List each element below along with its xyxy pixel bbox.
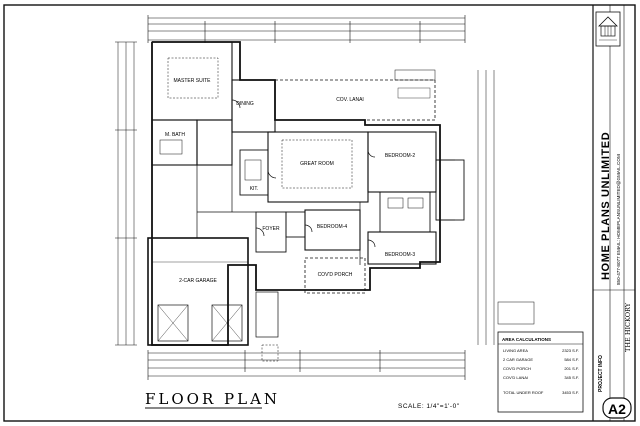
room-label-garage: 2-CAR GARAGE (179, 278, 217, 284)
sheet-number-badge (602, 397, 632, 419)
drawing-title: FLOOR PLAN (145, 390, 280, 408)
room-label-m-bath: M. BATH (165, 132, 185, 138)
area-row-label: COV'D PORCH (503, 366, 531, 371)
area-row-value: 584 S.F. (564, 357, 579, 362)
title-block: FLOOR PLAN SCALE: 1/4"=1'-0" (145, 390, 460, 410)
room-label-bedroom-4: BEDROOM-4 (317, 224, 348, 230)
room-label-great-room: GREAT ROOM (300, 161, 334, 167)
room-label-bedroom-2: BEDROOM-2 (385, 153, 416, 159)
area-row-label: COV'D LANAI (503, 375, 528, 380)
room-label-dining: DINING (236, 101, 254, 107)
area-row-label: LIVING AREA (503, 348, 528, 353)
room-label-master-suite: MASTER SUITE (174, 78, 212, 84)
room-label-foyer: FOYER (262, 226, 280, 232)
sheet-number: A2 (608, 401, 626, 417)
house-logo-icon (595, 11, 621, 47)
area-row-value: 3453 S.F. (562, 390, 579, 395)
room-label-covd-porch: COV'D PORCH (318, 272, 353, 278)
area-rows: LIVING AREA 2323 S.F. 2 CAR GARAGE 584 S.F.… (503, 348, 579, 395)
room-label-kitchen: KIT. (250, 186, 259, 192)
company-contact: 850-477-8077 EMAIL: HOMEPLANSUNLIMITED@G… (616, 154, 621, 285)
area-calculations: AREA CALCULATIONS LIVING AREA 2323 S.F. 2 … (497, 331, 584, 413)
area-row-value: 201 S.F. (564, 366, 579, 371)
sheet-title-strip: HOME PLANS UNLIMITED 850-477-8077 EMAIL:… (592, 5, 635, 421)
sheet-border (3, 4, 636, 422)
project-name: THE HICKORY (624, 302, 632, 352)
project-info-label: PROJECT INFO (598, 355, 604, 392)
drawing-scale: SCALE: 1/4"=1'-0" (398, 403, 460, 410)
room-label-covd-lanai: COV. LANAI (336, 97, 364, 103)
area-row-value: 2323 S.F. (562, 348, 579, 353)
area-row-label: 2 CAR GARAGE (503, 357, 533, 362)
area-row-value: 345 S.F. (564, 375, 579, 380)
room-label-bedroom-3: BEDROOM-3 (385, 252, 416, 258)
area-row-label: TOTAL UNDER ROOF (503, 390, 544, 395)
room-labels: MASTER SUITE DINING COV. LANAI M. BATH G… (165, 78, 415, 284)
company-name: HOME PLANS UNLIMITED (600, 132, 612, 280)
area-calculations-title: AREA CALCULATIONS (502, 337, 551, 342)
floor-plan-drawing (115, 15, 535, 380)
